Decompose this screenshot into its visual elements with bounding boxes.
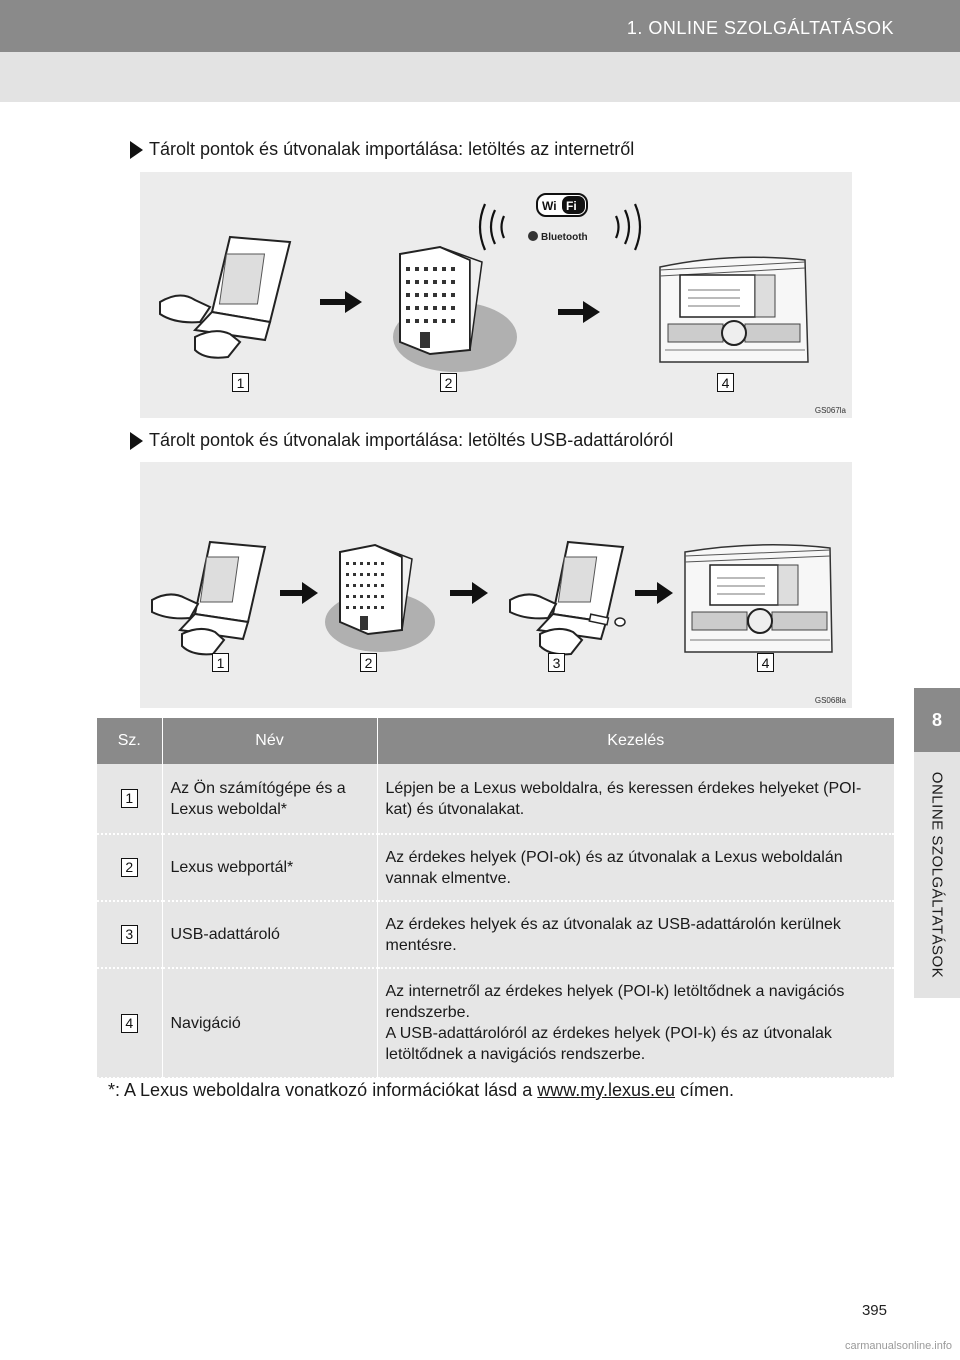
illustration-internet-download: Wi Fi Bluetooth 1 2 4 GS067la xyxy=(140,172,852,418)
chapter-label: ONLINE SZOLGÁLTATÁSOK xyxy=(928,771,946,979)
row-name-cell: Az Ön számítógépe és a Lexus weboldal* xyxy=(162,764,378,835)
row-number-badge: 2 xyxy=(120,858,138,877)
table-row: 1 Az Ön számítógépe és a Lexus weboldal*… xyxy=(97,764,894,835)
table-header-row: Sz. Név Kezelés xyxy=(97,718,894,764)
bluetooth-logo-icon: Bluetooth xyxy=(528,231,588,243)
footnote: *: A Lexus weboldalra vonatkozó informác… xyxy=(108,1080,734,1101)
chapter-title: 1. ONLINE SZOLGÁLTATÁSOK xyxy=(626,18,894,38)
page-number: 395 xyxy=(861,1302,887,1319)
callout-badge-2: 2 xyxy=(440,373,457,392)
footnote-suffix: címen. xyxy=(680,1080,735,1100)
wifi-label-right: Fi xyxy=(566,199,577,213)
row-name-cell: USB-adattároló xyxy=(162,901,378,969)
callout-badge-4: 4 xyxy=(717,373,734,392)
arrow-right-icon xyxy=(320,291,362,313)
table-row: 3 USB-adattároló Az érdekes helyek és az… xyxy=(97,901,894,969)
arrow-right-icon xyxy=(558,301,600,323)
car-dashboard-icon xyxy=(659,256,809,363)
arrow-right-icon xyxy=(635,582,673,604)
column-header-name: Név xyxy=(162,718,378,764)
watermark: carmanualsonline.info xyxy=(844,1340,952,1352)
row-number-badge: 3 xyxy=(120,925,138,944)
row-action-cell: Az érdekes helyek (POI-ok) és az útvonal… xyxy=(377,834,894,902)
column-header-number: Sz. xyxy=(97,718,163,764)
row-number-badge: 4 xyxy=(120,1013,138,1033)
row-name-cell: Navigáció xyxy=(162,968,378,1079)
illustration-usb-download: 1 2 3 4 GS068la xyxy=(140,462,852,708)
row-number-cell: 4 xyxy=(97,968,163,1079)
callout-badge-3: 3 xyxy=(548,653,565,672)
laptop-icon xyxy=(151,540,267,656)
arrow-right-icon xyxy=(450,582,488,604)
row-number-badge: 1 xyxy=(120,789,138,808)
chapter-number-tab[interactable]: 8 xyxy=(914,688,960,752)
components-table: Sz. Név Kezelés 1 Az Ön számítógépe és a… xyxy=(97,718,894,1079)
callout-badge-1: 1 xyxy=(212,653,229,672)
table-row: 2 Lexus webportál* Az érdekes helyek (PO… xyxy=(97,834,894,902)
laptop-with-usb-icon xyxy=(509,540,626,656)
wireless-waves-icon xyxy=(478,203,642,251)
building-icon xyxy=(399,245,483,356)
car-dashboard-icon xyxy=(684,544,833,653)
callout-badge-2: 2 xyxy=(360,653,377,672)
chapter-label-tab[interactable]: ONLINE SZOLGÁLTATÁSOK xyxy=(914,752,960,998)
row-action-line-1: Az internetről az érdekes helyek (POI-k)… xyxy=(385,983,845,1021)
lexus-website-link[interactable]: www.my.lexus.eu xyxy=(537,1080,675,1100)
section-heading-internet: Tárolt pontok és útvonalak importálása: … xyxy=(130,139,634,160)
section-heading-text: Tárolt pontok és útvonalak importálása: … xyxy=(149,430,674,450)
triangle-bullet-icon xyxy=(130,431,143,450)
row-action-cell: Az érdekes helyek és az útvonalak az USB… xyxy=(377,901,894,969)
footnote-text: A Lexus weboldalra vonatkozó információk… xyxy=(124,1080,533,1100)
callout-badge-1: 1 xyxy=(232,373,249,392)
column-header-action: Kezelés xyxy=(377,718,894,764)
row-action-line-2: A USB-adattárolóról az érdekes helyek (P… xyxy=(385,1025,832,1063)
section-heading-text: Tárolt pontok és útvonalak importálása: … xyxy=(149,139,635,159)
figure-code: GS068la xyxy=(814,696,846,705)
arrow-right-icon xyxy=(280,582,318,604)
figure-code: GS067la xyxy=(814,406,846,415)
header-band xyxy=(0,52,960,102)
wifi-logo-icon: Wi Fi xyxy=(536,193,588,217)
footnote-marker: *: xyxy=(108,1080,121,1100)
row-number-cell: 2 xyxy=(97,834,163,902)
page-header: 1. ONLINE SZOLGÁLTATÁSOK xyxy=(0,0,960,52)
table-row: 4 Navigáció Az internetről az érdekes he… xyxy=(97,968,894,1079)
row-action-cell: Lépjen be a Lexus weboldalra, és keresse… xyxy=(377,764,894,835)
row-action-cell: Az internetről az érdekes helyek (POI-k)… xyxy=(377,968,894,1079)
row-number-cell: 3 xyxy=(97,901,163,969)
section-heading-usb: Tárolt pontok és útvonalak importálása: … xyxy=(130,430,673,451)
wifi-label-left: Wi xyxy=(542,199,557,213)
row-number-cell: 1 xyxy=(97,764,163,835)
bluetooth-label: Bluetooth xyxy=(541,232,588,243)
triangle-bullet-icon xyxy=(130,140,143,159)
callout-badge-4: 4 xyxy=(757,653,774,672)
laptop-icon xyxy=(159,235,292,359)
row-name-cell: Lexus webportál* xyxy=(162,834,378,902)
building-icon xyxy=(339,543,413,636)
